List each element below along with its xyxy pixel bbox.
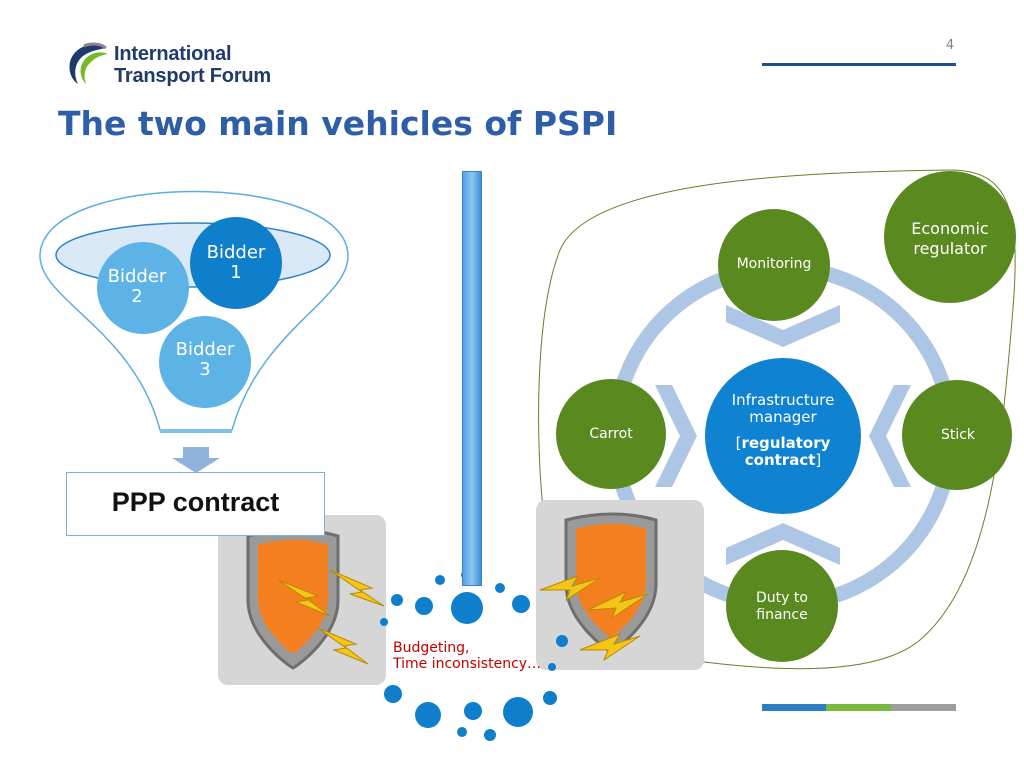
economic-regulator-label: Economic regulator: [890, 219, 1010, 259]
monitoring-circle: [718, 209, 830, 321]
bidder-2-label: Bidder 2: [97, 267, 177, 307]
regulatory-contract-line-1: regulatory: [741, 434, 831, 452]
bidder-3-circle: [159, 316, 251, 408]
regulatory-boundary: [538, 169, 1016, 670]
bidder-1-label: Bidder 1: [196, 243, 276, 283]
footer-segment-green: [826, 704, 891, 711]
shield-bolt-icon: [536, 500, 704, 670]
bidder-1-line-2: 1: [230, 262, 242, 283]
duty-circle: [726, 550, 838, 662]
itf-logo: International Transport Forum: [66, 42, 271, 88]
im-line-1: Infrastructure: [731, 391, 835, 409]
risk-line-1: Budgeting,: [393, 640, 470, 656]
risk-bubbles: [380, 571, 568, 741]
down-arrow-icon: [172, 447, 220, 473]
bidder-3-label: Bidder 3: [165, 340, 245, 380]
duty-to-finance-label: Duty to finance: [722, 590, 842, 624]
bidder-3-line-2: 3: [199, 359, 211, 380]
ppp-contract-box: PPP contract: [66, 472, 325, 536]
risk-text: Budgeting, Time inconsistency…: [393, 640, 541, 672]
carrot-label: Carrot: [589, 426, 633, 442]
carrot-circle: [556, 379, 666, 489]
bidder-1-circle: [190, 217, 282, 309]
page-title: The two main vehicles of PSPI: [58, 104, 618, 143]
header-rule: [762, 63, 956, 66]
duty-line-1: Duty to: [756, 590, 808, 606]
logo-line-2: Transport Forum: [114, 65, 272, 87]
bidder-1-line-1: Bidder: [206, 242, 266, 263]
chevron-from-stick: [869, 385, 911, 487]
regulatory-contract-line-2: contract: [744, 451, 816, 469]
chevron-from-monitoring: [726, 305, 840, 347]
bidder-2-line-2: 2: [131, 286, 143, 307]
bidder-2-circle: [97, 242, 189, 334]
im-line-2: manager: [749, 408, 817, 426]
duty-line-2: finance: [756, 607, 808, 623]
footer-segment-grey: [891, 704, 956, 711]
economic-regulator-line-2: regulator: [913, 239, 987, 258]
itf-logo-icon: [69, 42, 108, 84]
economic-regulator-line-1: Economic: [911, 219, 989, 238]
bidder-2-line-1: Bidder: [107, 266, 167, 287]
logo-line-1: International: [114, 43, 232, 65]
stick-label: Stick: [940, 427, 976, 443]
monitoring-label: Monitoring: [736, 256, 812, 272]
shield-bolt-icon: [218, 515, 386, 685]
chevron-from-carrot: [655, 385, 697, 487]
footer-color-bar: [762, 704, 956, 711]
bidder-3-line-1: Bidder: [175, 339, 235, 360]
footer-segment-blue: [762, 704, 826, 711]
chevron-from-duty: [726, 523, 840, 565]
economic-regulator-circle: [884, 171, 1016, 303]
stick-circle: [902, 380, 1012, 490]
ppp-contract-label: PPP contract: [111, 487, 280, 517]
page-number: 4: [945, 38, 955, 53]
divider-bar: [462, 171, 482, 586]
infrastructure-manager-circle: [705, 358, 861, 514]
infrastructure-manager-label: Infrastructure manager [regulatory contr…: [718, 392, 848, 469]
risk-line-2: Time inconsistency…: [393, 656, 542, 672]
